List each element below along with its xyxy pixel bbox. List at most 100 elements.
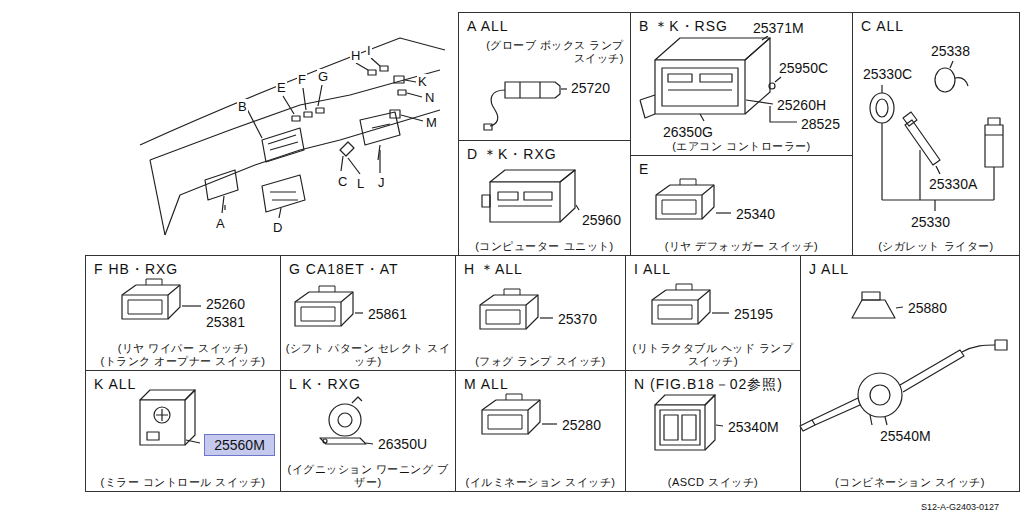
caption-group: (リヤ デフォッガー スイッチ) (635, 240, 848, 253)
caption-group: (コンビネーション スイッチ) (805, 476, 1015, 489)
locator-letter: L (356, 176, 365, 191)
caption-group: (リヤ ワイパー スイッチ)(トランク オープナー スイッチ) (90, 342, 276, 368)
caption-group: (シガレット ライター) (857, 240, 1015, 253)
callout-number: 25371M (752, 20, 805, 36)
switch-figures (122, 179, 731, 434)
part-caption: (コンビネーション スイッチ) (805, 476, 1015, 489)
panel-heading: K ALL (94, 376, 136, 392)
part-caption: (イグニッション ワーニング ブザー) (285, 463, 451, 489)
part-caption: (イルミネーション スイッチ) (460, 476, 621, 489)
callout-number: 25540M (879, 428, 932, 444)
part-caption: (コンピューター ユニット) (463, 240, 626, 253)
caption-group: (フォグ ランプ スイッチ) (460, 355, 621, 368)
callout-number: 25370 (557, 311, 598, 327)
figure-panel: F HB・RXG (リヤ ワイパー スイッチ)(トランク オープナー スイッチ) (85, 255, 281, 371)
air-con-controller (640, 36, 797, 122)
caption-group: (ASCD スイッチ) (630, 476, 796, 489)
panel-heading: H ＊ALL (464, 261, 523, 279)
caption-group: (イルミネーション スイッチ) (460, 476, 621, 489)
part-caption: (シフト パターン セレクト スイッチ) (285, 342, 451, 368)
callout-number: 25195 (733, 306, 774, 322)
locator-letter: I (366, 43, 372, 58)
cigarette-lighter (870, 61, 1003, 211)
callout-number: 25260H (776, 97, 827, 113)
part-caption: (エアコン コントローラー) (635, 140, 848, 153)
callout-number: 25960 (581, 212, 622, 228)
callout-number: 25340M (727, 419, 780, 435)
part-caption: (ASCD スイッチ) (630, 476, 796, 489)
callout-number: 25330A (928, 176, 978, 192)
callout-number: 25880 (907, 300, 948, 316)
locator-letter: A (215, 216, 226, 231)
part-caption: (グローブ ボックス ランプ スイッチ) (479, 39, 624, 65)
figure-panel: I ALL (リトラクタブル ヘッド ランプ スイッチ) (625, 255, 801, 371)
combination-switch (800, 292, 1007, 431)
part-caption: (リヤ デフォッガー スイッチ) (635, 240, 848, 253)
highlighted-part-number: 25560M (204, 434, 275, 456)
figure-panel: A ALL (グローブ ボックス ランプ スイッチ) (458, 12, 631, 141)
part-number: 25560M (205, 435, 274, 455)
locator-letter: B (237, 99, 248, 114)
computer-unit (482, 170, 579, 222)
locator-letter: E (276, 80, 287, 95)
locator-letter: G (317, 69, 329, 84)
callout-number: 28525 (800, 116, 841, 132)
drawing-id: S12-A-G2403-0127 (920, 502, 1000, 513)
dashboard-drawing (140, 38, 445, 235)
locator-letter: H (350, 48, 361, 63)
glove-box-lamp-switch (484, 82, 567, 130)
figure-panel: J ALL (コンビネーション スイッチ) (800, 255, 1020, 492)
locator-letter: C (337, 174, 348, 189)
figure-panel: K ALL (ミラー コントロール スイッチ) 25560M (85, 370, 281, 492)
callout-number: 25340 (735, 206, 776, 222)
panel-heading: N (FIG.B18－02参照) (634, 376, 783, 394)
locator-letter: N (424, 90, 435, 105)
callout-number: 25260 (205, 296, 246, 312)
panel-heading: F HB・RXG (94, 261, 178, 279)
caption-group: (エアコン コントローラー) (635, 140, 848, 153)
locator-letter: F (297, 72, 307, 87)
warning-buzzer (320, 397, 373, 444)
locator-letter: K (417, 74, 428, 89)
panel-heading: L K・RXG (289, 376, 361, 394)
ascd-switch (655, 395, 723, 450)
caption-group: (コンピューター ユニット) (463, 240, 626, 253)
locator-letter: J (377, 175, 386, 190)
figure-panel: H ＊ALL (フォグ ランプ スイッチ) (455, 255, 626, 371)
part-caption: (シガレット ライター) (857, 240, 1015, 253)
panel-heading: G CA18ET・AT (289, 261, 399, 279)
panel-heading: E (639, 161, 649, 177)
panel-heading: M ALL (464, 376, 509, 392)
callout-number: 25381 (205, 314, 246, 330)
caption-group: (ミラー コントロール スイッチ) (90, 476, 276, 489)
caption-group: (グローブ ボックス ランプ スイッチ) (479, 39, 624, 65)
part-caption: (リトラクタブル ヘッド ランプ スイッチ) (630, 342, 796, 368)
part-caption: (リヤ ワイパー スイッチ) (90, 342, 276, 355)
figure-panel: D ＊K・RXG (コンピューター ユニット) (458, 140, 631, 256)
panel-heading: I ALL (634, 261, 671, 277)
callout-number: 25861 (367, 306, 408, 322)
panel-heading: J ALL (809, 261, 849, 277)
callout-number: 26350U (377, 436, 428, 452)
figure-panel: L K・RXG (イグニッション ワーニング ブザー) (280, 370, 456, 492)
part-caption: (フォグ ランプ スイッチ) (460, 355, 621, 368)
panel-heading: A ALL (467, 18, 509, 34)
part-caption: (トランク オープナー スイッチ) (90, 355, 276, 368)
callout-number: 25280 (561, 417, 602, 433)
panel-heading: B ＊K・RSG (639, 18, 728, 36)
caption-group: (イグニッション ワーニング ブザー) (285, 463, 451, 489)
callout-number: 25720 (570, 80, 611, 96)
callout-number: 25330C (862, 66, 913, 82)
callout-number: 25330 (910, 214, 951, 230)
caption-group: (シフト パターン セレクト スイッチ) (285, 342, 451, 368)
locator-letter: M (425, 115, 438, 130)
part-caption: (ミラー コントロール スイッチ) (90, 476, 276, 489)
caption-group: (リトラクタブル ヘッド ランプ スイッチ) (630, 342, 796, 368)
callout-number: 25950C (778, 60, 829, 76)
callout-number: 26350G (662, 124, 714, 140)
mirror-control-switch (140, 390, 200, 445)
panel-heading: D ＊K・RXG (467, 146, 557, 164)
locator-letter: D (272, 220, 283, 235)
callout-number: 25338 (930, 43, 971, 59)
